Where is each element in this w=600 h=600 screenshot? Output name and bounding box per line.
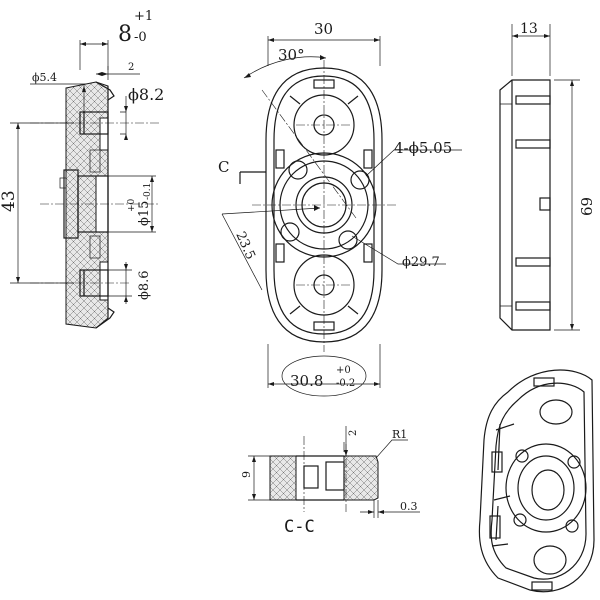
dim-pitch: 43 [0,190,19,212]
section-dim-gap: 0.3 [400,500,418,513]
section-dim-step: 2 [348,430,359,436]
dim-thickness: 13 [520,21,538,37]
side-view: 13 69 [499,21,596,331]
section-marker: C [218,158,229,176]
dim-width: 30 [314,20,333,38]
section-dim-height: 9 [240,471,253,478]
dim-lip: 2 [128,62,134,73]
dim-bottom-main: 30.8 [290,372,323,390]
dim-bottom-tol-lower: -0.2 [336,378,355,389]
dim-bore-tol-lower: -0.1 [143,183,153,200]
front-view: 30 30° C 4-ϕ5.05 23.5 ϕ29.7 30.8 +0 -0.2 [218,20,462,397]
dim-depth-tol-lower: -0 [134,30,147,45]
dim-radial: 23.5 [232,230,257,263]
section-label: C-C [284,517,315,537]
dim-small-dia: ϕ5.4 [32,71,57,84]
dim-bottom-tol-upper: +0 [336,365,351,376]
dim-depth-tol-upper: +1 [134,9,153,24]
left-section-view: 8 +1 -0 2 ϕ5.4 ϕ8.2 43 ϕ15 +0 -0.1 ϕ8.6 [0,9,164,329]
dim-holes: 4-ϕ5.05 [394,139,452,157]
dim-lower-hole: ϕ8.6 [137,270,152,300]
dim-bore: ϕ15 [137,201,152,226]
section-cc-view: 9 2 R1 0.3 C-C [240,426,420,537]
dim-pcd: ϕ29.7 [402,255,440,270]
section-dim-radius: R1 [392,428,407,441]
dim-angle: 30° [278,46,305,64]
isometric-view [478,369,595,593]
dim-bore-tol-upper: +0 [127,198,137,212]
dim-depth-main: 8 [118,22,132,47]
dim-height: 69 [578,197,596,216]
dim-hole-dia: ϕ8.2 [128,85,164,104]
